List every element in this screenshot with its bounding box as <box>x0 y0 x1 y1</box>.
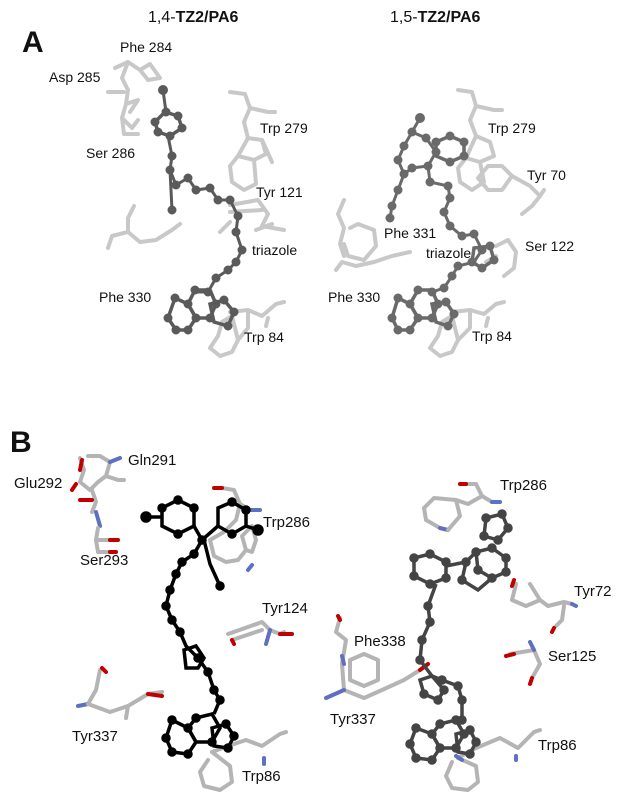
label-trp286-right: Trp286 <box>500 477 547 494</box>
label-tyr72: Tyr72 <box>574 583 612 600</box>
panel-b-letter: B <box>10 426 32 459</box>
label-triazole: triazole <box>252 242 298 258</box>
panel-b-right-residues <box>324 482 578 792</box>
panel-a-left-title: 1,4-TZ2/PA6 <box>148 10 238 26</box>
label-phe331: Phe 331 <box>384 225 437 241</box>
label-glu292: Glu292 <box>14 475 63 492</box>
panel-a-letter: A <box>22 26 44 59</box>
label-gln291: Gln291 <box>128 452 177 469</box>
label-trp86: Trp86 <box>242 768 281 785</box>
label-trp286: Trp286 <box>263 514 310 531</box>
label-trp84-right: Trp 84 <box>472 328 512 344</box>
label-trp86-right: Trp86 <box>538 737 577 754</box>
title-compound: TZ2/PA6 <box>417 9 481 26</box>
panel-b-left-ligand <box>140 495 264 759</box>
label-phe330-right: Phe 330 <box>328 289 381 305</box>
label-triazole-right: triazole <box>426 245 472 261</box>
label-ser286: Ser 286 <box>86 145 136 161</box>
panel-b-left-residues <box>70 454 294 792</box>
label-tyr70: Tyr 70 <box>527 167 566 183</box>
label-ser122: Ser 122 <box>525 238 575 254</box>
label-tyr124: Tyr124 <box>262 600 308 617</box>
label-tyr121: Tyr 121 <box>256 184 303 200</box>
title-compound: TZ2/PA6 <box>175 9 239 26</box>
label-phe284: Phe 284 <box>120 39 173 55</box>
title-prefix: 1,4- <box>148 9 176 26</box>
panel-a-right-ligand <box>385 113 499 335</box>
label-asp285: Asp 285 <box>49 69 101 85</box>
panel-a-left-ligand <box>150 85 247 335</box>
label-ser293: Ser293 <box>80 552 129 569</box>
title-prefix: 1,5- <box>390 9 418 26</box>
panel-a-left-residues <box>106 60 286 358</box>
label-ser125: Ser125 <box>548 648 597 665</box>
label-phe330: Phe 330 <box>99 289 152 305</box>
label-trp84: Trp 84 <box>244 329 284 345</box>
label-phe338: Phe338 <box>354 633 406 650</box>
panel-b-right-ligand <box>405 509 513 765</box>
label-tyr337-right: Tyr337 <box>330 711 376 728</box>
label-tyr337: Tyr337 <box>72 728 118 745</box>
panel-a-right-title: 1,5-TZ2/PA6 <box>390 10 480 26</box>
label-trp279-right: Trp 279 <box>488 120 536 136</box>
label-trp279: Trp 279 <box>260 120 308 136</box>
